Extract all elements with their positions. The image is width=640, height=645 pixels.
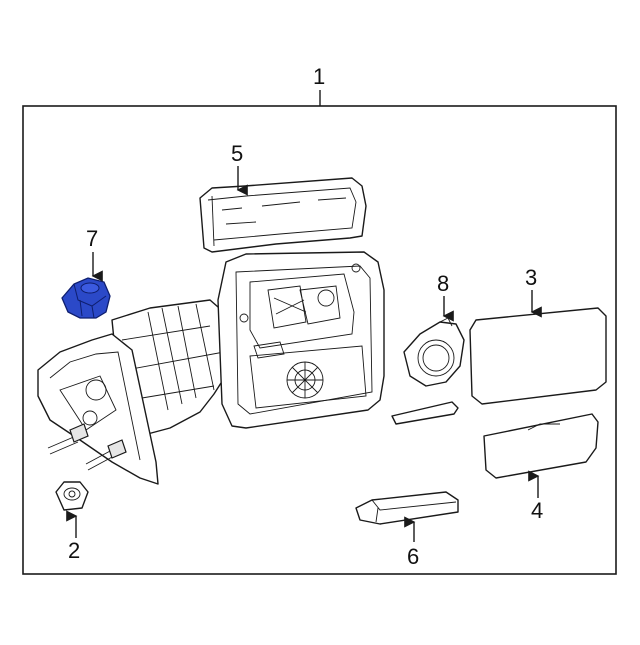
mounting-base [37,333,159,485]
callout-7: 7 [86,226,99,251]
part-4-spotter-glass [483,413,599,498]
part-8-lamp [391,296,465,425]
part-1-mirror-housing [111,251,385,437]
part-6-lamp-lens [355,491,459,542]
callout-6: 6 [407,544,420,569]
part-7-motor [61,252,111,319]
part-3-mirror-glass [469,290,607,405]
callout-2: 2 [68,538,81,563]
part-2-nut [55,481,89,538]
part-5-cover [199,166,367,253]
callout-5: 5 [231,141,244,166]
callout-3: 3 [525,265,538,290]
callout-1: 1 [313,64,326,89]
callout-4: 4 [531,498,544,523]
callout-8: 8 [437,271,450,296]
